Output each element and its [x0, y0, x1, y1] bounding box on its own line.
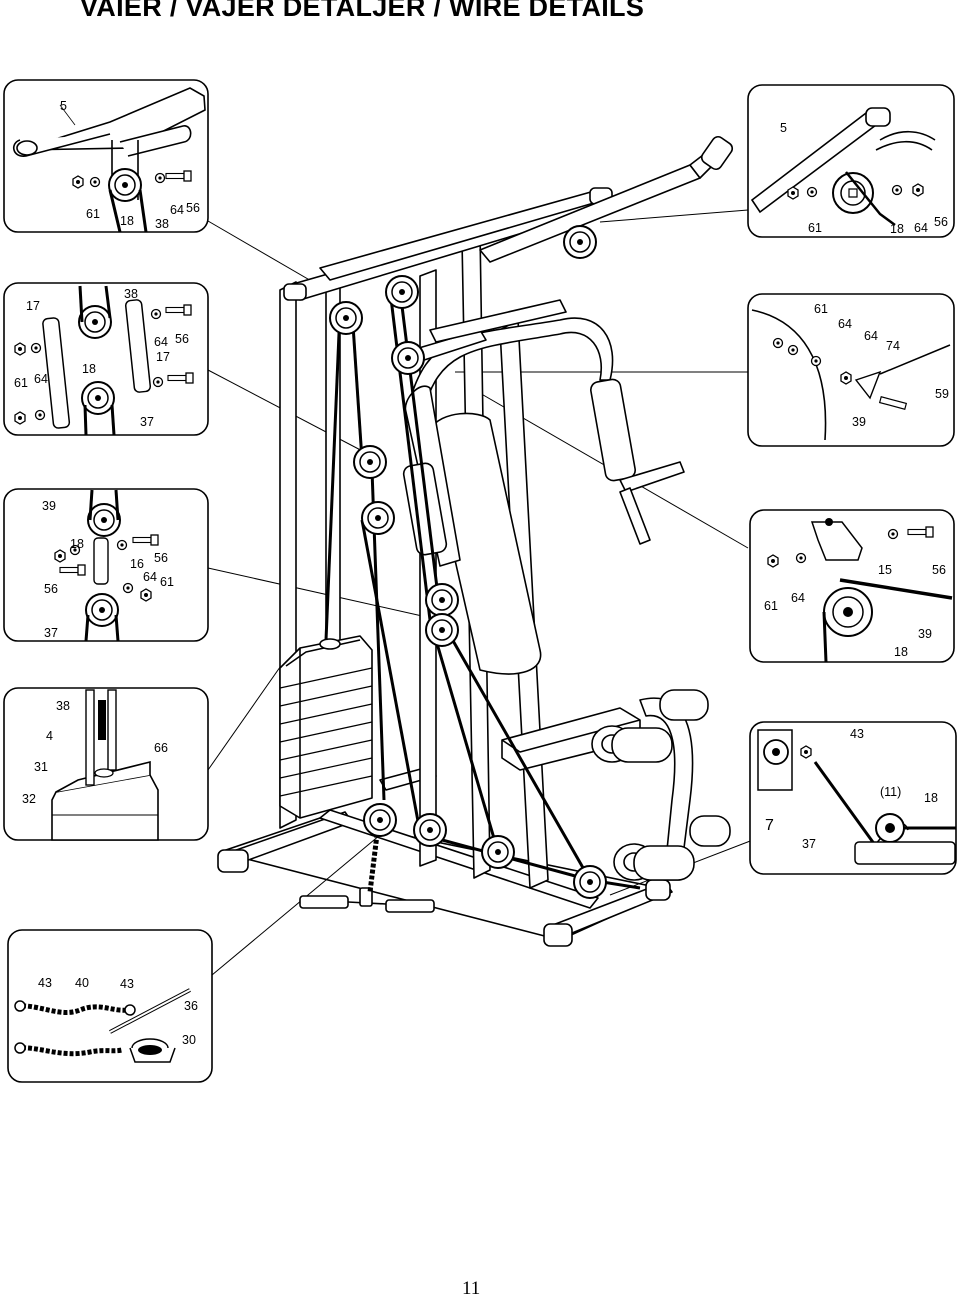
callout: 5: [780, 121, 787, 135]
callout: (11): [880, 785, 901, 799]
callout: 43: [38, 976, 52, 990]
detail-box-top-left: 5 61 18 38 64 56: [3, 79, 209, 233]
callout: 56: [934, 215, 948, 229]
callout: 64: [170, 203, 184, 217]
detail-box-top-right: 5 61 18 64 56: [747, 84, 955, 238]
callout: 38: [56, 699, 70, 713]
detail-box-mid-right-2: 15 56 61 64 39 18: [749, 509, 955, 663]
callout: 61: [86, 207, 100, 221]
callout: 18: [924, 791, 938, 805]
detail-box-mid-right-1: 61 64 64 74 59 39: [747, 293, 955, 447]
callout: 61: [808, 221, 822, 235]
detail-box-low-left: 38 4 66 31 32: [3, 687, 209, 841]
callout: 18: [82, 362, 96, 376]
callout: 39: [918, 627, 932, 641]
callout: 37: [802, 837, 816, 851]
callout: 18: [890, 222, 904, 236]
callout: 39: [42, 499, 56, 513]
callout: 56: [154, 551, 168, 565]
callout: 38: [155, 217, 169, 231]
callout: 56: [186, 201, 200, 215]
callout: 17: [156, 350, 170, 364]
callout: 30: [182, 1033, 196, 1047]
callout: 61: [160, 575, 174, 589]
callout: 7: [765, 817, 774, 834]
callout: 17: [26, 299, 40, 313]
callout: 32: [22, 792, 36, 806]
callout: 31: [34, 760, 48, 774]
callout: 64: [914, 221, 928, 235]
callout: 37: [44, 626, 58, 640]
callout: 18: [894, 645, 908, 659]
callout: 18: [70, 537, 84, 551]
detail-box-mid-left-2: 39 18 56 16 64 61 56 37: [3, 488, 209, 642]
callout: 74: [886, 339, 900, 353]
callout: 43: [850, 727, 864, 741]
callout: 61: [14, 376, 28, 390]
page-title: VAIER / VAJER DETALJER / WIRE DETAILS: [80, 0, 645, 22]
callout: 56: [44, 582, 58, 596]
callout: 59: [935, 387, 949, 401]
callout: 37: [140, 415, 154, 429]
callout: 66: [154, 741, 168, 755]
callout: 40: [75, 976, 89, 990]
home-gym-machine: [217, 135, 734, 947]
callout: 61: [764, 599, 778, 613]
callout: 38: [124, 287, 138, 301]
callout: 36: [184, 999, 198, 1013]
page-number: 11: [462, 1278, 481, 1299]
callout: 5: [60, 99, 67, 113]
callout: 64: [143, 570, 157, 584]
callout: 39: [852, 415, 866, 429]
callout: 64: [791, 591, 805, 605]
callout: 18: [120, 214, 134, 228]
callout: 16: [130, 557, 144, 571]
callout: 64: [838, 317, 852, 331]
callout: 15: [878, 563, 892, 577]
detail-box-bottom-left: 43 40 43 36 30: [7, 929, 213, 1083]
callout: 4: [46, 729, 53, 743]
detail-box-low-right: 43 (11) 18 7 37: [749, 721, 957, 875]
callout: 56: [932, 563, 946, 577]
detail-box-mid-left-1: 17 38 64 56 61 64 18 17 37: [3, 282, 209, 436]
callout: 56: [175, 332, 189, 346]
callout: 43: [120, 977, 134, 991]
callout: 61: [814, 302, 828, 316]
callout: 64: [864, 329, 878, 343]
callout: 64: [34, 372, 48, 386]
callout: 64: [154, 335, 168, 349]
